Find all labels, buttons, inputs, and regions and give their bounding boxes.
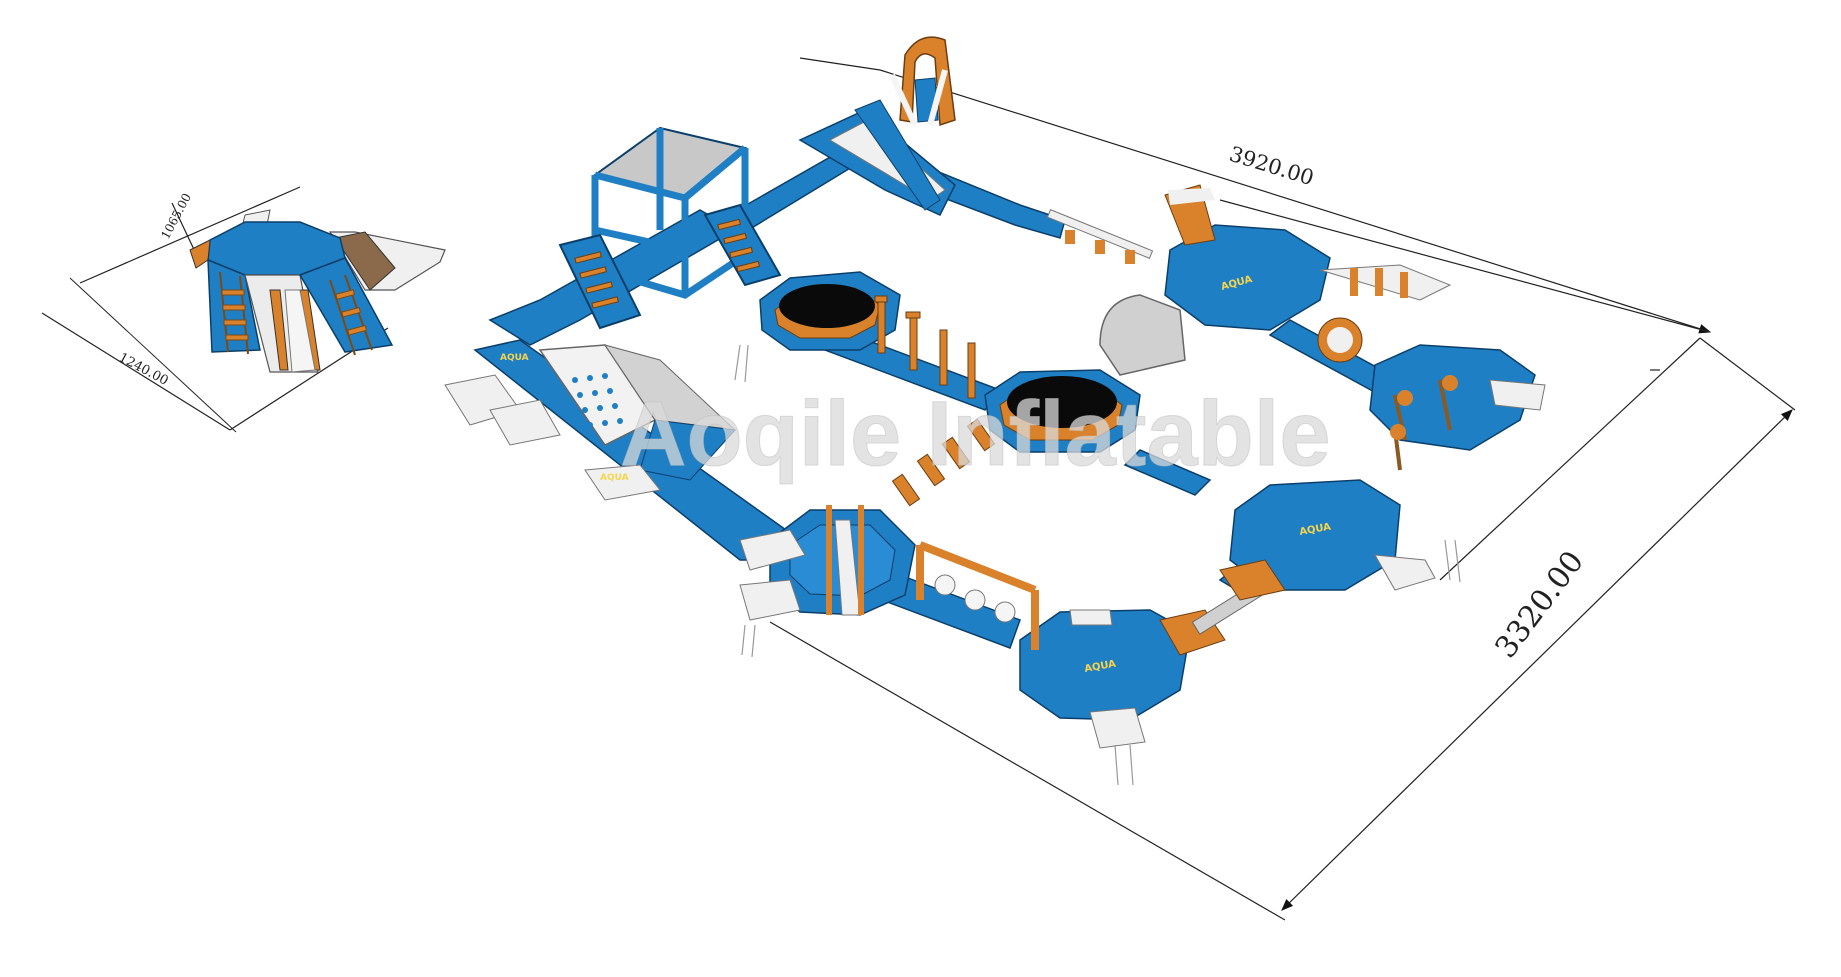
dimension-lines [41, 57, 1796, 921]
svg-text:AQUA: AQUA [1084, 659, 1117, 675]
balance-beam [1046, 209, 1154, 264]
dim-park-length: 3920.00 [1227, 142, 1317, 190]
climbing-wall [444, 344, 737, 501]
dim-small-width: 1240.00 [116, 350, 171, 388]
watermark: Aoqile Inflatable [620, 383, 1331, 485]
star-platform-big: AQUA [1229, 479, 1436, 591]
big-slide [798, 36, 956, 216]
monkey-bars [874, 295, 976, 399]
dim-park-width: 3320.00 [1488, 545, 1591, 665]
small-climbing-tower [189, 209, 446, 373]
star-platform-right [1317, 317, 1546, 471]
star-platform-top-right: AQUA [1164, 184, 1452, 331]
pyramid-tower [739, 505, 916, 621]
water-park-layout: AQUA AQUA AQUA [444, 36, 1546, 786]
pool-ladders [734, 344, 1461, 786]
tunnel [1099, 294, 1186, 376]
svg-text:AQUA: AQUA [1299, 522, 1332, 538]
svg-text:AQUA: AQUA [500, 353, 529, 363]
hanging-balls [916, 541, 1039, 650]
dim-small-height: 1065.00 [158, 191, 194, 241]
star-platform-bottom: AQUA [1019, 559, 1286, 749]
rope-bridge [891, 418, 996, 507]
trampoline-2 [984, 369, 1141, 453]
svg-text:AQUA: AQUA [600, 473, 629, 483]
trampoline-1 [759, 271, 901, 351]
